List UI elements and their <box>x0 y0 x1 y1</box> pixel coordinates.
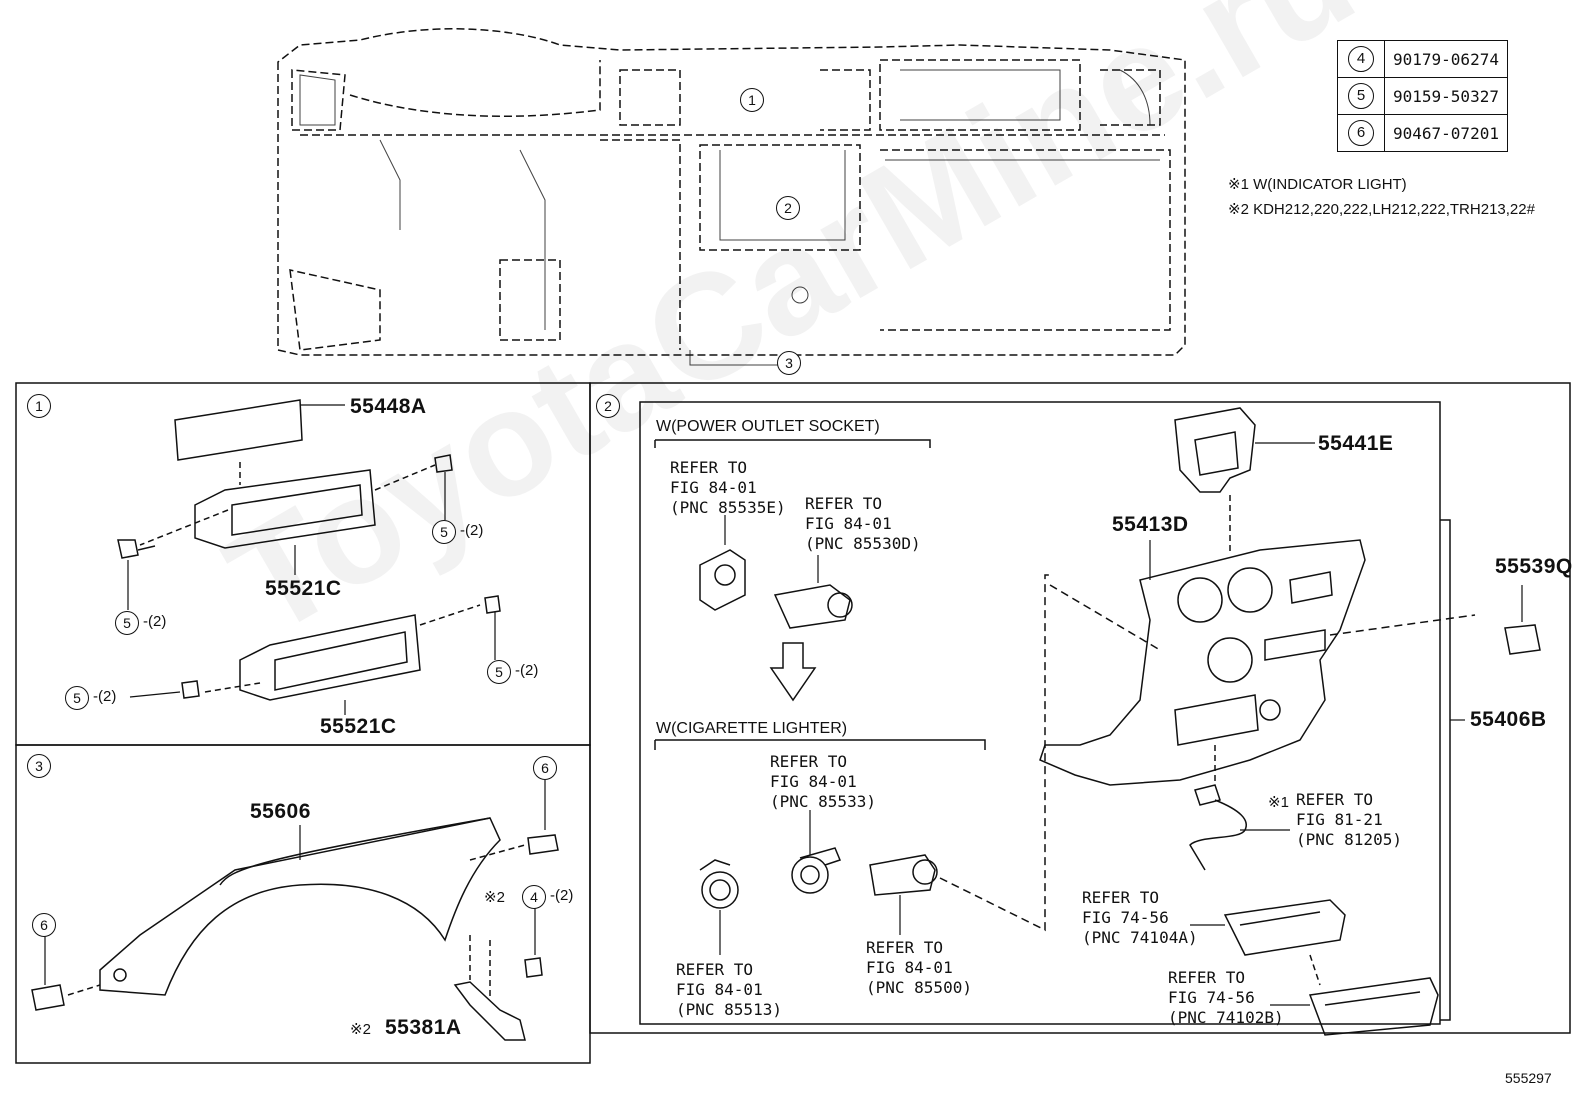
part-number-cell: 90159-50327 <box>1384 77 1508 115</box>
bracket-note-mark: ※2 <box>350 1021 371 1038</box>
dashboard-assembly-drawing <box>277 28 1186 356</box>
nut-note-mark: ※2 <box>484 889 505 906</box>
panel-3-drawing <box>31 780 559 1041</box>
panel-1-drawing <box>117 399 501 715</box>
part-number-cell: 90179-06274 <box>1384 40 1508 78</box>
panel-1-id: 1 <box>27 394 51 418</box>
table-row: 5 90159-50327 <box>1337 77 1508 115</box>
bolt-qty: -(2) <box>515 662 539 679</box>
bolt-ref-5[interactable]: 5 <box>115 611 139 635</box>
nut-ref-4[interactable]: 4 <box>522 885 546 909</box>
bolt-ref-5[interactable]: 5 <box>432 520 456 544</box>
power-outlet-section-title: W(POWER OUTLET SOCKET) <box>656 418 880 435</box>
note-model-codes: ※2 KDH212,220,222,LH212,222,TRH213,22# <box>1228 201 1535 218</box>
bolt-qty: -(2) <box>143 613 167 630</box>
ref-pnc-85533[interactable]: REFER TO FIG 84-01 (PNC 85533) <box>770 752 876 811</box>
part-label-55606[interactable]: 55606 <box>250 800 311 823</box>
ref-4-circle: 4 <box>1348 46 1374 72</box>
part-label-55539q[interactable]: 55539Q <box>1495 555 1573 578</box>
part-label-55521c-top[interactable]: 55521C <box>265 577 342 600</box>
part-label-55381a[interactable]: 55381A <box>385 1016 462 1039</box>
clip-ref-6[interactable]: 6 <box>32 913 56 937</box>
bolt-reference-table: 4 90179-06274 5 90159-50327 6 90467-0720… <box>1337 40 1508 152</box>
bolt-ref-5[interactable]: 5 <box>65 686 89 710</box>
panel-3-id: 3 <box>27 754 51 778</box>
ref-pnc-85535e[interactable]: REFER TO FIG 84-01 (PNC 85535E) <box>670 458 786 517</box>
ref-81205-note-mark: ※1 <box>1268 794 1289 811</box>
callout-1[interactable]: 1 <box>740 88 764 112</box>
ref-6-circle: 6 <box>1348 120 1374 146</box>
part-number-cell: 90467-07201 <box>1384 114 1508 152</box>
ref-5-circle: 5 <box>1348 83 1374 109</box>
clip-ref-6[interactable]: 6 <box>533 756 557 780</box>
part-label-55441e[interactable]: 55441E <box>1318 432 1394 455</box>
part-label-55413d[interactable]: 55413D <box>1112 513 1189 536</box>
cigarette-lighter-section-title: W(CIGARETTE LIGHTER) <box>656 720 848 737</box>
panel-2-id: 2 <box>596 394 620 418</box>
ref-pnc-81205[interactable]: REFER TO FIG 81-21 (PNC 81205) <box>1296 790 1402 849</box>
part-label-55406b[interactable]: 55406B <box>1470 708 1547 731</box>
note-indicator-light: ※1 W(INDICATOR LIGHT) <box>1228 176 1407 193</box>
table-row: 6 90467-07201 <box>1337 114 1508 152</box>
ref-pnc-85500[interactable]: REFER TO FIG 84-01 (PNC 85500) <box>866 938 972 997</box>
bolt-ref-5[interactable]: 5 <box>487 660 511 684</box>
ref-pnc-74102b[interactable]: REFER TO FIG 74-56 (PNC 74102B) <box>1168 968 1284 1027</box>
ref-pnc-85513[interactable]: REFER TO FIG 84-01 (PNC 85513) <box>676 960 782 1019</box>
part-label-55521c-bottom[interactable]: 55521C <box>320 715 397 738</box>
panel-2-drawing <box>654 407 1541 1036</box>
callout-2[interactable]: 2 <box>776 196 800 220</box>
bolt-qty: -(2) <box>460 522 484 539</box>
ref-pnc-85530d[interactable]: REFER TO FIG 84-01 (PNC 85530D) <box>805 494 921 553</box>
callout-3[interactable]: 3 <box>777 351 801 375</box>
nut-qty: -(2) <box>550 887 574 904</box>
ref-pnc-74104a[interactable]: REFER TO FIG 74-56 (PNC 74104A) <box>1082 888 1198 947</box>
panel-2-inner-frame <box>639 401 1441 1025</box>
panel-2-frame <box>589 382 1571 1034</box>
part-label-55448a[interactable]: 55448A <box>350 395 427 418</box>
diagram-code: 555297 <box>1505 1070 1552 1086</box>
table-row: 4 90179-06274 <box>1337 40 1508 78</box>
bolt-qty: -(2) <box>93 688 117 705</box>
